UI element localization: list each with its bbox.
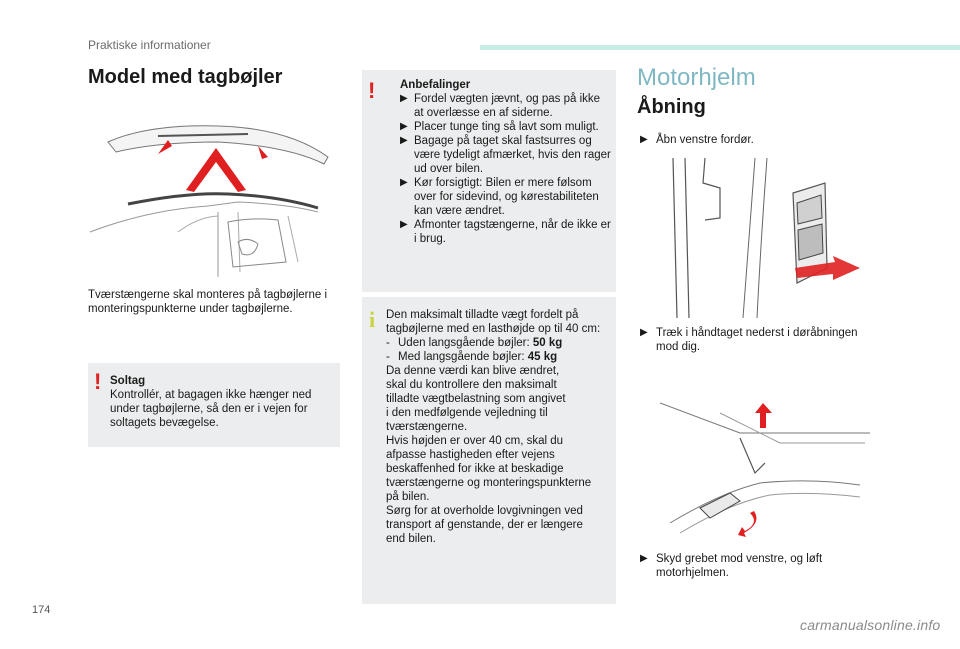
list-item: -Med langsgående bøjler: 45 kg	[386, 351, 558, 363]
info-line: Hvis højden er over 40 cm, skal du	[386, 435, 564, 447]
list-item: ▶Bagage på taget skal fastsurres og være…	[400, 135, 611, 175]
info-box-max-load: i Den maksimalt tilladte vægt fordelt på…	[362, 297, 616, 604]
bullet-icon: ▶	[400, 93, 408, 104]
warning-text: Kontrollér, at bagagen ikke hænger ned u…	[110, 389, 312, 429]
step-1: ▶Åbn venstre fordør.	[640, 134, 754, 146]
info-line: Sørg for at overholde lovgivningen ved	[386, 505, 583, 517]
list-item: ▶Fordel vægten jævnt, og pas på ikke at …	[400, 93, 601, 119]
bullet-icon: ▶	[400, 219, 408, 230]
section-title-bonnet: Motorhjelm	[637, 64, 756, 91]
step-2: ▶Træk i håndtaget nederst i døråbningen …	[640, 327, 858, 353]
recommendations-title: Anbefalinger	[400, 79, 471, 91]
bonnet-latch-illustration	[660, 402, 870, 537]
bullet-icon: ▶	[400, 121, 408, 132]
bullet-icon: ▶	[640, 553, 648, 564]
list-item: -Uden langsgående bøjler: 50 kg	[386, 337, 563, 349]
info-icon: i	[369, 307, 376, 332]
bullet-icon: ▶	[400, 177, 408, 188]
warning-title: Soltag	[110, 375, 146, 387]
warning-box-sunroof: ! Soltag Kontrollér, at bagagen ikke hæn…	[88, 363, 340, 447]
bullet-icon: ▶	[640, 327, 648, 338]
info-line: tværstængerne.	[386, 421, 468, 433]
warning-icon: !	[368, 78, 376, 103]
subsection-title-opening: Åbning	[637, 96, 706, 118]
roof-bar-instruction: Tværstængerne skal monteres på tagbøjler…	[88, 289, 328, 315]
watermark: carmanualsonline.info	[800, 617, 941, 633]
list-item: ▶Afmonter tagstængerne, når de ikke er i…	[400, 219, 611, 245]
section-title-roof-bars: Model med tagbøjler	[88, 66, 283, 88]
info-line: tværstængerne og monteringspunkterne	[386, 477, 592, 489]
header-bar	[480, 45, 960, 50]
roof-bar-illustration	[89, 125, 329, 277]
info-line: på bilen.	[386, 491, 430, 503]
info-line: Da denne værdi kan blive ændret,	[386, 365, 560, 377]
info-line: transport af genstande, der er længere	[386, 519, 583, 531]
list-item: ▶Placer tunge ting så lavt som muligt.	[400, 121, 599, 133]
warning-box-recommendations: ! Anbefalinger ▶Fordel vægten jævnt, og …	[362, 70, 616, 292]
info-line: i den medfølgende vejledning til	[386, 407, 548, 419]
list-item: ▶Kør forsigtigt: Bilen er mere følsom ov…	[400, 177, 599, 217]
page-number: 174	[32, 604, 51, 616]
info-line: beskaffenhed for ikke at beskadige	[386, 463, 564, 475]
info-intro: Den maksimalt tilladte vægt fordelt på t…	[386, 309, 601, 335]
info-line: afpasse hastigheden efter vejens	[386, 449, 555, 461]
info-line: skal du kontrollere den maksimalt	[386, 379, 557, 391]
section-label: Praktiske informationer	[88, 38, 211, 52]
bullet-icon: ▶	[640, 134, 648, 145]
info-line: end bilen.	[386, 533, 436, 545]
door-handle-illustration	[672, 158, 860, 318]
info-line: tilladte vægtbelastning som angivet	[386, 393, 566, 405]
bullet-icon: ▶	[400, 135, 408, 146]
step-3: ▶Skyd grebet mod venstre, og løft motorh…	[640, 553, 823, 579]
warning-icon: !	[94, 369, 102, 394]
